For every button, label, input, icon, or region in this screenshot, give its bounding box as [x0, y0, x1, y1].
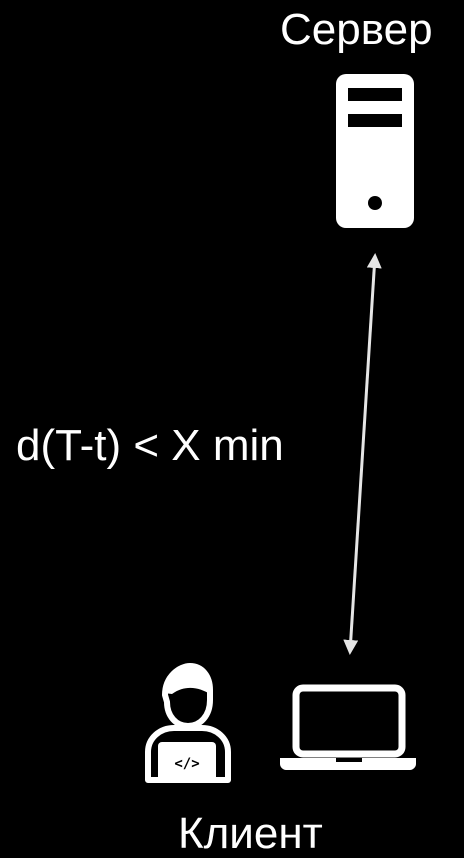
- connection-arrow: [343, 253, 382, 655]
- connection-label: d(T-t) < X min: [16, 421, 284, 470]
- server-label: Сервер: [280, 5, 433, 54]
- client-label: Клиент: [178, 809, 323, 858]
- server-tower-icon: [336, 74, 414, 228]
- svg-text:</>: </>: [174, 756, 199, 772]
- developer-person-icon: </>: [145, 663, 231, 783]
- laptop-icon: [280, 684, 416, 770]
